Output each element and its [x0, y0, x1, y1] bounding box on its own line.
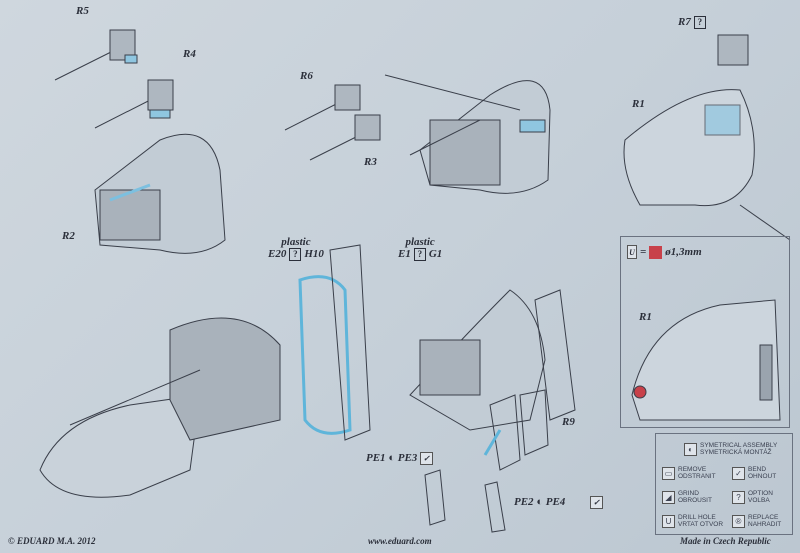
pe-note-left: PE1 ◐ PE3 ✓ — [366, 448, 434, 465]
gun-r5 — [54, 29, 138, 81]
symmetric-icon: ◐ — [536, 496, 543, 508]
nose-r2 — [94, 133, 226, 254]
part-pe1: PE1 — [366, 452, 386, 464]
made-in: Made in Czech Republic — [680, 536, 771, 546]
gun-r3 — [309, 114, 381, 161]
assembly-right — [409, 289, 576, 533]
remove-icon: ▭ — [662, 466, 675, 480]
part-pe3: PE3 — [397, 452, 418, 464]
label-r5: R5 — [76, 5, 89, 17]
replace-icon: ® — [732, 514, 745, 528]
label-r1-inset: R1 — [639, 311, 652, 323]
legend-text: REMOVE — [678, 466, 707, 473]
bend-icon: ✓ — [732, 466, 745, 480]
pe-note-right: PE2 ◐ PE4 ✓ — [514, 492, 604, 509]
drill-icon: U — [627, 245, 637, 259]
r7-text: R7 — [678, 16, 691, 28]
label-r3: R3 — [364, 156, 377, 168]
bend-icon: ✓ — [590, 496, 604, 509]
legend-text: VOLBA — [748, 497, 770, 504]
part-g1: G1 — [428, 248, 443, 260]
legend-text: OHNOUT — [748, 473, 777, 480]
option-icon: ? — [693, 16, 706, 29]
red-color-swatch — [649, 245, 663, 259]
legend-text: SYMETRICAL ASSEMBLY — [700, 442, 778, 449]
label-r1-top: R1 — [632, 98, 645, 110]
legend-text: GRIND — [678, 490, 699, 497]
legend-text: NAHRADIT — [748, 521, 782, 528]
drill-icon: U — [662, 514, 675, 528]
part-e20: E20 — [268, 248, 287, 260]
option-icon: ? — [732, 490, 745, 504]
nose-center — [384, 74, 551, 194]
website: www.eduard.com — [368, 536, 432, 546]
gun-r6 — [284, 84, 361, 131]
label-r2: R2 — [62, 230, 75, 242]
bend-icon: ✓ — [420, 452, 434, 465]
label-r9: R9 — [562, 416, 575, 428]
label-r4: R4 — [183, 48, 196, 60]
symmetric-icon: ◐ — [684, 442, 697, 456]
inset-nose-r1 — [631, 299, 781, 421]
part-pe2: PE2 — [514, 496, 534, 508]
grind-icon: ◢ — [662, 490, 675, 504]
option-icon: ? — [289, 248, 302, 261]
plastic-note-left: plastic E20?H10 — [268, 236, 324, 261]
drill-note: U = ø1,3mm — [627, 245, 702, 259]
label-r7: R7? — [678, 16, 709, 29]
assembly-left — [39, 244, 371, 498]
drill-size: ø1,3mm — [665, 246, 702, 258]
nose-r1 — [623, 34, 791, 241]
plastic-note-right: plastic E1?G1 — [398, 236, 442, 261]
legend-text: VRTAT OTVOR — [678, 521, 724, 528]
legend-text: ODSTRANIT — [678, 473, 716, 480]
symmetric-icon: ◐ — [388, 452, 395, 464]
legend-text: BEND — [748, 466, 767, 473]
legend-text: SYMETRICKÁ MONTÁŽ — [700, 449, 772, 456]
part-pe4: PE4 — [545, 496, 566, 508]
detail-inset: U = ø1,3mm R1 — [620, 236, 790, 428]
copyright: © EDUARD M.A. 2012 — [8, 536, 96, 546]
label-r6: R6 — [300, 70, 313, 82]
legend-text: REPLACE — [748, 514, 779, 521]
legend-text: OPTION — [748, 490, 773, 497]
part-h10: H10 — [304, 248, 324, 260]
equals: = — [640, 246, 647, 258]
legend-text: DRILL HOLE — [678, 514, 716, 521]
legend-text: OBROUSIT — [678, 497, 712, 504]
option-icon: ? — [413, 248, 426, 261]
gun-r4 — [94, 79, 174, 129]
plastic-title: plastic — [405, 236, 435, 248]
part-e1: E1 — [398, 248, 411, 260]
plastic-title: plastic — [281, 236, 311, 248]
